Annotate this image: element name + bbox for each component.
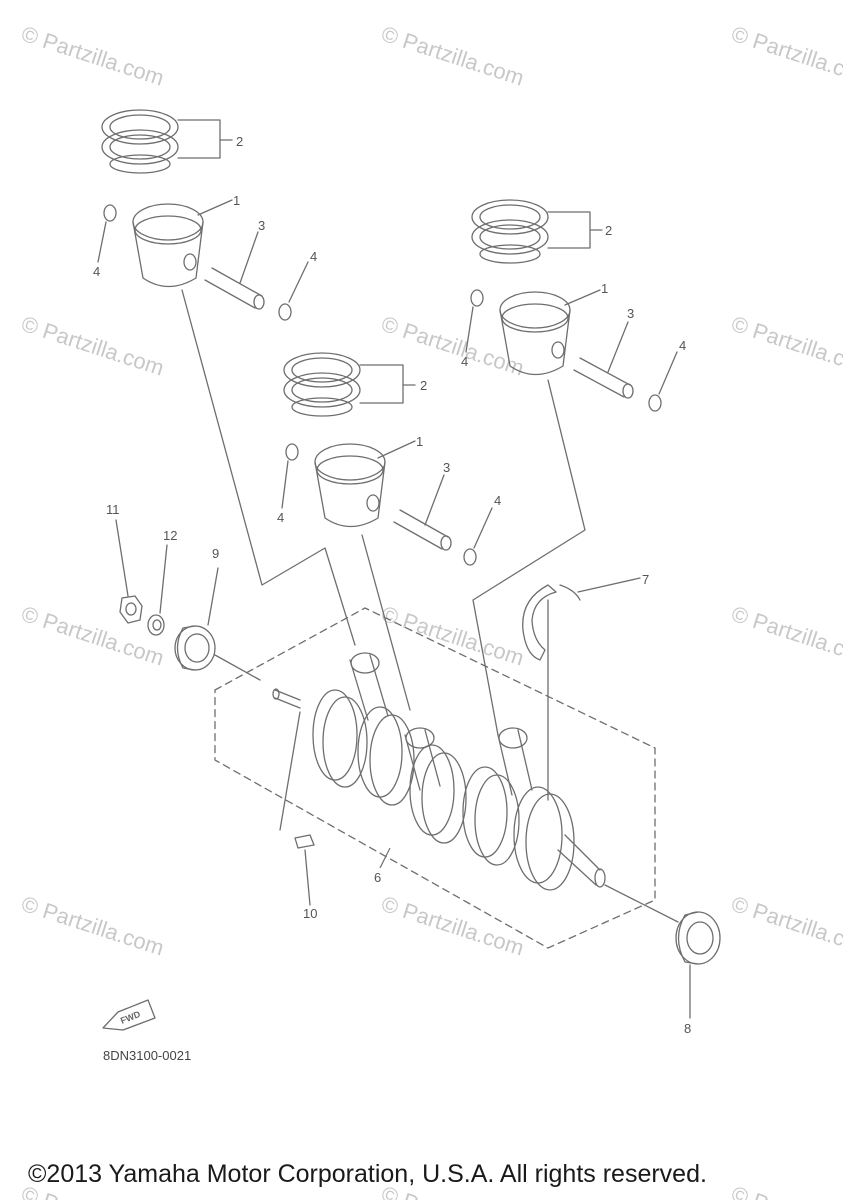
watermark: © Partzilla.com — [18, 891, 167, 961]
callout-thrust-bearing: 7 — [642, 572, 649, 587]
fwd-arrow-icon — [102, 999, 156, 1031]
callout-layer: 2 1 3 4 4 2 1 3 4 4 2 1 3 4 4 7 9 12 11 … — [93, 134, 691, 1036]
crankshaft[interactable] — [272, 652, 606, 891]
callout-piston-3: 1 — [601, 281, 608, 296]
piston-ring-set-3[interactable] — [471, 199, 603, 264]
nut[interactable] — [115, 519, 143, 624]
piston-pin-3[interactable] — [573, 321, 634, 399]
callout-nut: 11 — [106, 502, 120, 517]
callout-washer: 12 — [163, 528, 177, 543]
piston-1[interactable] — [132, 199, 233, 288]
crankshaft-boundary — [214, 607, 656, 949]
callout-piston-2: 1 — [416, 434, 423, 449]
circlip-1a[interactable] — [97, 204, 117, 263]
callout-pin-1: 3 — [258, 218, 265, 233]
watermark: © Partzilla.com — [378, 891, 527, 961]
piston-pin-1[interactable] — [204, 231, 265, 310]
callout-circlip-2a: 4 — [277, 510, 284, 525]
callout-pin-3: 3 — [627, 306, 634, 321]
oil-seal-rear[interactable] — [604, 884, 721, 1019]
callout-ring-set-1: 2 — [236, 134, 243, 149]
circlip-1b[interactable] — [278, 261, 309, 321]
thrust-bearing[interactable] — [522, 577, 641, 801]
callout-pin-2: 3 — [443, 460, 450, 475]
piston-pin-2[interactable] — [393, 474, 452, 551]
assembly-leader-lines — [181, 289, 586, 736]
callout-ring-set-2: 2 — [420, 378, 427, 393]
woodruff-key[interactable] — [294, 834, 315, 906]
callout-oil-seal-front: 9 — [212, 546, 219, 561]
circlip-3a[interactable] — [465, 289, 484, 353]
watermark: © Partzilla.com — [18, 601, 167, 671]
piston-ring-set-2[interactable] — [283, 352, 416, 417]
copyright-notice: ©2013 Yamaha Motor Corporation, U.S.A. A… — [28, 1160, 707, 1188]
watermark: © Partzilla.com — [378, 311, 527, 381]
watermark: © Partzilla.com — [18, 21, 167, 91]
callout-crankshaft: 6 — [374, 870, 381, 885]
watermark: © Partzilla.com — [728, 21, 843, 91]
oil-seal-front[interactable] — [174, 567, 261, 681]
callout-circlip-1a: 4 — [93, 264, 100, 279]
fwd-label: FWD — [119, 1009, 142, 1026]
washer[interactable] — [147, 544, 168, 636]
callout-circlip-3b: 4 — [679, 338, 686, 353]
watermark: © Partzilla.com — [378, 21, 527, 91]
piston-ring-set-1[interactable] — [101, 109, 233, 174]
callout-circlip-1b: 4 — [310, 249, 317, 264]
piston-2[interactable] — [314, 440, 416, 528]
callout-woodruff-key: 10 — [303, 906, 317, 921]
circlip-2b[interactable] — [463, 507, 493, 566]
leader-line — [379, 847, 391, 869]
watermark: © Partzilla.com — [728, 891, 843, 961]
diagram-code: 8DN3100-0021 — [103, 1048, 191, 1063]
watermark: © Partzilla.com — [378, 601, 527, 671]
watermark: © Partzilla.com — [728, 311, 843, 381]
callout-circlip-2b: 4 — [494, 493, 501, 508]
leader-line — [279, 711, 301, 831]
callout-circlip-3a: 4 — [461, 354, 468, 369]
circlip-2a[interactable] — [281, 443, 299, 509]
callout-oil-seal-rear: 8 — [684, 1021, 691, 1036]
watermark: © Partzilla.com — [18, 311, 167, 381]
circlip-3b[interactable] — [648, 351, 678, 412]
callout-ring-set-3: 2 — [605, 223, 612, 238]
watermark: © Partzilla.com — [728, 601, 843, 671]
piston-3[interactable] — [499, 289, 601, 376]
callout-piston-1: 1 — [233, 193, 240, 208]
